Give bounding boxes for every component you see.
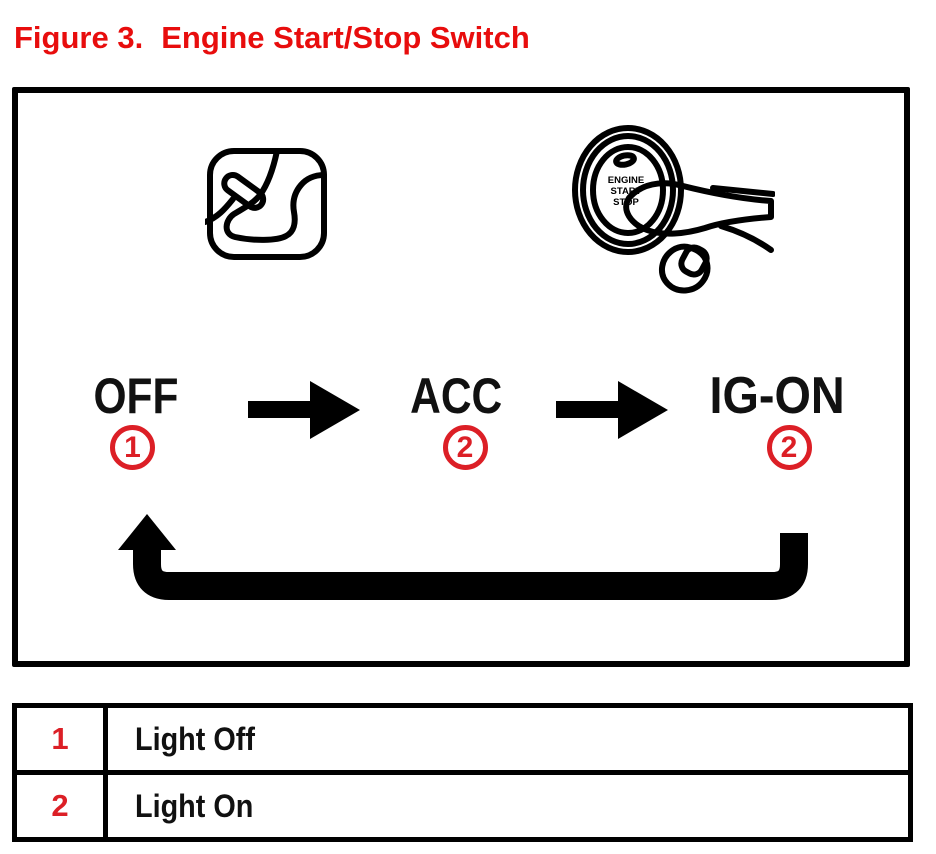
brake-pedal-icon xyxy=(205,148,327,260)
return-arrow-icon xyxy=(118,514,808,600)
state-ig-on-label: IG-ON xyxy=(709,367,845,425)
legend-key-label-text: Light Off xyxy=(135,720,255,757)
arrow-right-icon xyxy=(556,381,668,439)
legend-table: 1 Light Off 2 Light On xyxy=(12,703,913,842)
state-ig-on-marker-badge: 2 xyxy=(766,425,812,470)
button-text-engine: ENGINE xyxy=(608,175,644,186)
arrow-right-icon xyxy=(248,381,360,439)
diagram-frame: ENGINE START STOP OFF 1 ACC 2 xyxy=(12,87,910,667)
state-off-label: OFF xyxy=(92,368,178,424)
figure-title: Figure 3. Engine Start/Stop Switch xyxy=(14,20,530,56)
legend-key-number: 1 xyxy=(17,708,108,770)
state-acc-label: ACC xyxy=(409,368,503,424)
legend-key-label-text: Light On xyxy=(135,787,254,824)
legend-key-label: Light On xyxy=(108,775,908,837)
legend-row: 1 Light Off xyxy=(17,708,908,770)
state-acc: ACC 2 xyxy=(386,368,526,470)
state-off-marker-badge: 1 xyxy=(110,425,155,470)
figure-number: Figure 3. xyxy=(14,20,144,55)
button-text-start: START xyxy=(611,186,642,197)
state-ig-on: IG-ON 2 xyxy=(692,367,862,470)
state-off: OFF 1 xyxy=(63,368,208,470)
state-acc-marker-badge: 2 xyxy=(442,425,488,470)
start-stop-button-icon: ENGINE START STOP xyxy=(572,125,775,294)
legend-row: 2 Light On xyxy=(17,770,908,837)
legend-key-label: Light Off xyxy=(108,708,908,770)
figure-name: Engine Start/Stop Switch xyxy=(161,20,530,55)
legend-key-number: 2 xyxy=(17,775,108,837)
